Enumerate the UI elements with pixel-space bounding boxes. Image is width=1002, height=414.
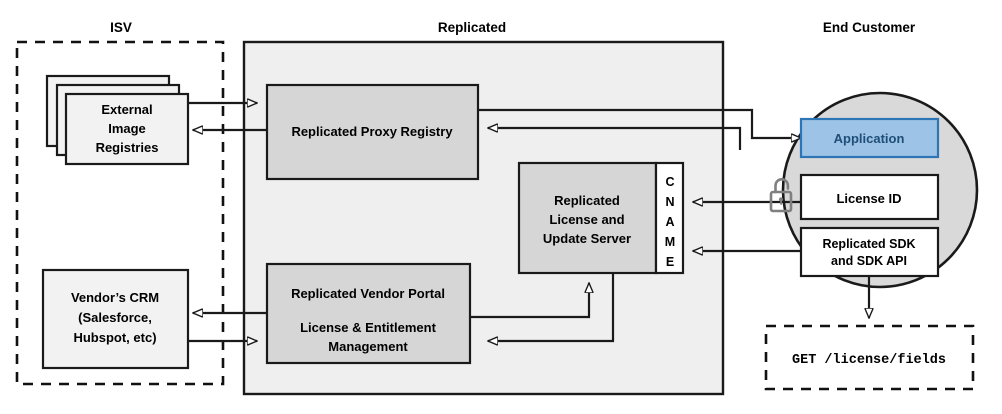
- isv-boundary: [15, 40, 225, 386]
- application-box: Application: [799, 117, 940, 159]
- vendor-portal-line-2: License & Entitlement: [300, 320, 436, 335]
- api-call-label: GET /license/fields: [792, 353, 946, 368]
- license-server-line-3: Update Server: [543, 231, 631, 246]
- replicated-sdk-box: Replicated SDK and SDK API: [799, 226, 940, 278]
- license-server-line-1: Replicated: [554, 193, 620, 208]
- vendor-portal-title: Replicated Vendor Portal: [291, 286, 445, 301]
- unlocked-padlock-icon: [769, 178, 793, 213]
- registries-line-2: Image: [108, 121, 146, 136]
- column-header-replicated: Replicated: [438, 20, 506, 35]
- external-image-registries: External Image Registries: [45, 74, 190, 166]
- license-id-box: License ID: [799, 173, 940, 221]
- cname-letter-3: A: [665, 215, 674, 229]
- registries-line-3: Registries: [96, 140, 159, 155]
- registries-line-1: External: [101, 102, 152, 117]
- column-header-end-customer: End Customer: [823, 20, 916, 35]
- crm-line-3: Hubspot, etc): [73, 330, 156, 345]
- api-call-box: GET /license/fields: [764, 324, 975, 391]
- crm-line-2: (Salesforce,: [78, 310, 152, 325]
- connector-license-server-to-portal: [488, 273, 615, 341]
- connector-proxy-to-application: [478, 108, 801, 138]
- cname-letter-5: E: [666, 255, 674, 269]
- crm-line-1: Vendor’s CRM: [71, 290, 159, 305]
- cname-letter-4: M: [665, 235, 675, 249]
- replicated-proxy-registry: Replicated Proxy Registry: [265, 83, 480, 181]
- connector-application-return: [488, 128, 742, 150]
- license-server-line-2: License and: [549, 212, 624, 227]
- connector-portal-to-license-server: [470, 283, 589, 319]
- replicated-license-and-update-server: Replicated License and Update Server: [517, 161, 658, 275]
- sdk-line-2: and SDK API: [831, 254, 907, 268]
- vendor-portal-line-3: Management: [328, 339, 408, 354]
- license-id-label: License ID: [836, 191, 901, 206]
- cname-column: C N A M E: [654, 161, 685, 275]
- application-label: Application: [834, 131, 905, 146]
- vendors-crm: Vendor’s CRM (Salesforce, Hubspot, etc): [41, 268, 190, 370]
- cname-letter-1: C: [665, 175, 674, 189]
- sdk-line-1: Replicated SDK: [822, 237, 915, 251]
- column-header-isv: ISV: [110, 20, 132, 35]
- replicated-vendor-portal: Replicated Vendor Portal License & Entit…: [265, 262, 472, 365]
- cname-letter-2: N: [665, 195, 674, 209]
- proxy-registry-label: Replicated Proxy Registry: [291, 124, 453, 139]
